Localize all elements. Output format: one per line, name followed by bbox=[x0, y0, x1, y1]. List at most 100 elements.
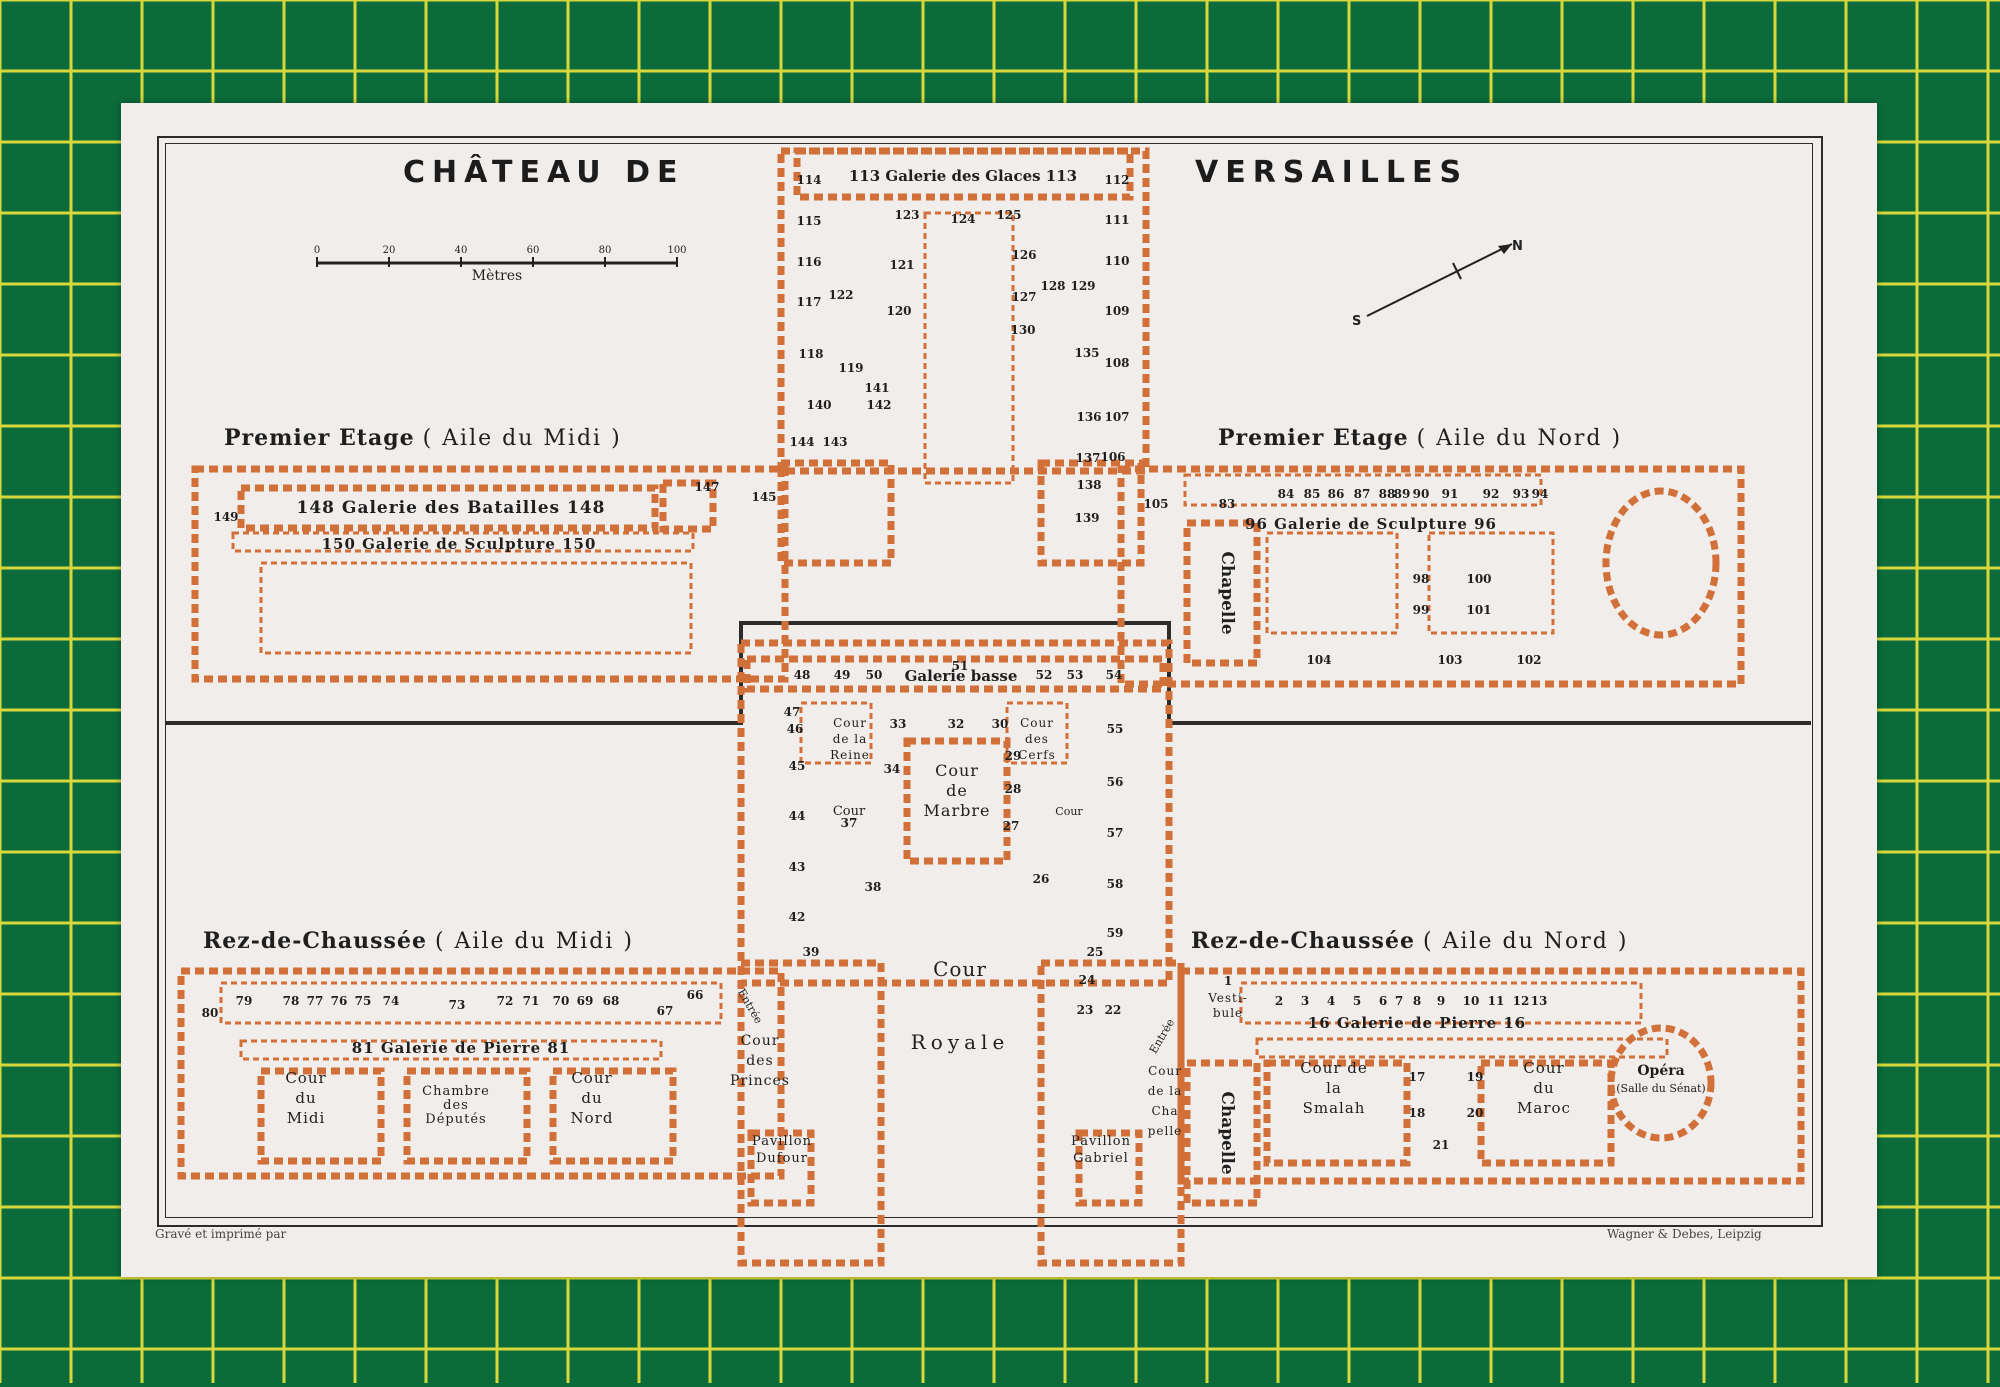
label-chapelle-upper: Chapelle bbox=[1217, 551, 1237, 635]
room-number: 49 bbox=[834, 668, 851, 682]
label-cour-de-marbre: de bbox=[946, 781, 968, 800]
galerie-des-glaces bbox=[793, 147, 1134, 201]
label-pavillon-gabriel: Pavillon bbox=[1071, 1134, 1131, 1149]
label-pavillon-gabriel: Gabriel bbox=[1073, 1151, 1129, 1166]
label-entree-midi: Entrée bbox=[735, 987, 765, 1026]
room-number: 87 bbox=[1354, 487, 1371, 501]
room-number: 127 bbox=[1011, 290, 1036, 304]
room-number: 99 bbox=[1413, 603, 1430, 617]
room-number: 83 bbox=[1219, 497, 1236, 511]
room-number: 80 bbox=[202, 1006, 219, 1020]
chapelle-lower bbox=[1183, 1059, 1261, 1207]
room-number: 124 bbox=[950, 212, 975, 226]
room-number: 17 bbox=[1409, 1070, 1426, 1084]
room-147 bbox=[659, 479, 717, 533]
room-number: 115 bbox=[796, 214, 821, 228]
label-cour-de-la-reine: Cour bbox=[833, 716, 867, 730]
compass-arrow bbox=[1366, 243, 1513, 317]
room-number: 47 bbox=[784, 705, 801, 719]
room-number: 111 bbox=[1104, 213, 1129, 227]
label-galerie-des-glaces: 113 Galerie des Glaces 113 bbox=[849, 167, 1077, 185]
label-cour-de-la-chapelle: Cour bbox=[1148, 1064, 1182, 1078]
cour-de-la-reine-room bbox=[799, 701, 873, 765]
inner-court-upper bbox=[923, 211, 1015, 485]
room-number: 107 bbox=[1104, 410, 1129, 424]
label-cour-du-nord: du bbox=[581, 1089, 602, 1107]
room-number: 71 bbox=[523, 994, 540, 1008]
room-number: 30 bbox=[992, 717, 1009, 731]
room-number: 105 bbox=[1143, 497, 1168, 511]
label-chambre-des-deputes: Chambre bbox=[422, 1084, 490, 1099]
room-number: 139 bbox=[1074, 511, 1099, 525]
room-number: 46 bbox=[787, 722, 804, 736]
room-number: 138 bbox=[1076, 478, 1101, 492]
room-number: 28 bbox=[1005, 782, 1022, 796]
room-number: 2 bbox=[1275, 994, 1283, 1008]
room-number: 73 bbox=[449, 998, 466, 1012]
section-wing: ( Aile du Midi ) bbox=[422, 426, 622, 451]
room-number: 121 bbox=[889, 258, 914, 272]
section-name: Premier Etage bbox=[1218, 425, 1409, 451]
room-number: 51 bbox=[952, 659, 969, 673]
room-number: 116 bbox=[796, 255, 821, 269]
room-number: 21 bbox=[1433, 1138, 1450, 1152]
room-number: 88 bbox=[1379, 487, 1396, 501]
room-number: 109 bbox=[1104, 304, 1129, 318]
aile-du-nord-upper bbox=[1117, 465, 1745, 688]
room-number: 13 bbox=[1531, 994, 1548, 1008]
aile-du-midi-upper bbox=[191, 465, 789, 683]
label-cour-de-marbre: Marbre bbox=[924, 801, 991, 820]
room-number: 50 bbox=[866, 668, 883, 682]
room-number: 130 bbox=[1010, 323, 1035, 337]
room-number: 72 bbox=[497, 994, 514, 1008]
label-vestibule: Vesti- bbox=[1207, 991, 1248, 1005]
north-stair-block bbox=[1037, 459, 1145, 567]
label-cour-du-maroc: Cour bbox=[1523, 1059, 1564, 1077]
section-name: Premier Etage bbox=[224, 425, 415, 451]
label-cour-des-cerfs: Cour bbox=[1020, 716, 1054, 730]
room-number: 102 bbox=[1516, 653, 1541, 667]
room-number: 123 bbox=[894, 208, 919, 222]
scale-unit: Mètres bbox=[472, 268, 522, 284]
label-cour-de-la-reine: de la bbox=[833, 732, 868, 746]
scale-tick-label: 0 bbox=[314, 245, 320, 256]
label-cour-des-cerfs: Cerfs bbox=[1018, 748, 1056, 762]
room-number: 68 bbox=[603, 994, 620, 1008]
room-number: 145 bbox=[751, 490, 776, 504]
room-number: 44 bbox=[789, 809, 806, 823]
room-number: 122 bbox=[828, 288, 853, 302]
label-cour-de-la-smalah: Cour de bbox=[1300, 1059, 1368, 1077]
court-upper-nord-a bbox=[1265, 531, 1399, 635]
room-number: 59 bbox=[1107, 926, 1124, 940]
room-number: 98 bbox=[1413, 572, 1430, 586]
map-title-left: CHÂTEAU DE bbox=[403, 155, 685, 190]
label-cour-du-maroc: du bbox=[1533, 1079, 1554, 1097]
room-number: 56 bbox=[1107, 775, 1124, 789]
label-cour-du-midi: du bbox=[295, 1089, 316, 1107]
room-number: 6 bbox=[1379, 994, 1387, 1008]
room-number: 43 bbox=[789, 860, 806, 874]
room-number: 75 bbox=[355, 994, 372, 1008]
chapelle-upper bbox=[1183, 519, 1261, 667]
room-number: 90 bbox=[1413, 487, 1430, 501]
room-number: 39 bbox=[803, 945, 820, 959]
label-cour-du-nord: Nord bbox=[571, 1109, 614, 1127]
label-cour-de-la-smalah: Smalah bbox=[1303, 1099, 1366, 1117]
room-number: 53 bbox=[1067, 668, 1084, 682]
label-cour-du-midi: Cour bbox=[285, 1069, 326, 1087]
room-number: 78 bbox=[283, 994, 300, 1008]
label-salle-du-senat: (Salle du Sénat) bbox=[1616, 1082, 1705, 1095]
room-number: 106 bbox=[1100, 450, 1125, 464]
room-number: 74 bbox=[383, 994, 400, 1008]
aile-du-midi-lower bbox=[177, 967, 785, 1180]
label-galerie-sculpture-nord: 96 Galerie de Sculpture 96 bbox=[1245, 515, 1497, 533]
room-number: 20 bbox=[1467, 1106, 1484, 1120]
room-number: 149 bbox=[213, 510, 238, 524]
room-number: 85 bbox=[1304, 487, 1321, 501]
label-galerie-pierre-nord: 16 Galerie de Pierre 16 bbox=[1308, 1014, 1526, 1032]
midi-court-upper bbox=[259, 561, 693, 655]
room-number: 136 bbox=[1076, 410, 1101, 424]
south-stair-block bbox=[777, 459, 895, 567]
label-cour-royale-2: Royale bbox=[911, 1030, 1010, 1054]
